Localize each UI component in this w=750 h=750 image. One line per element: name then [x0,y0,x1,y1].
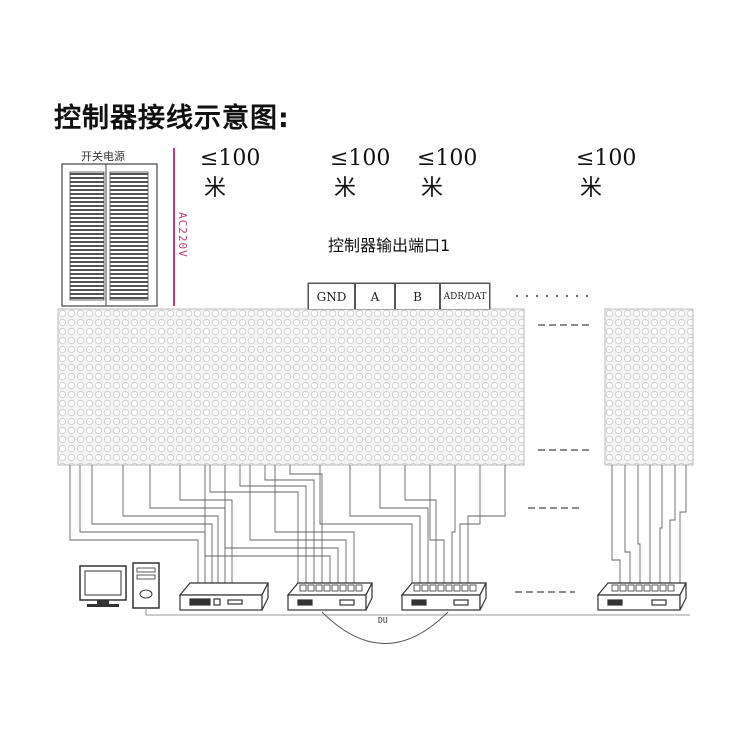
pc-tower-icon [132,562,160,609]
terminal-gnd: GND [308,283,355,309]
power-supply-label: 开关电源 [81,150,125,163]
terminal-a: A [355,283,395,309]
cascade-cable [321,611,449,644]
distance-value: ≤100 [200,146,261,171]
ribbon-cables [69,465,687,585]
distance-label-4: ≤100 米 [576,146,636,206]
computer-monitor-icon [79,565,127,607]
led-controller-icon [178,582,269,611]
led-panel-main [57,308,525,466]
cascade-label: DU [378,616,388,625]
distance-value: ≤100 [576,146,637,171]
distance-unit: 米 [421,176,444,201]
diagram-title: 控制器接线示意图: [54,103,290,134]
terminal-adr-dat: ADR/DAT [440,283,490,309]
distance-label-2: ≤100 米 [330,146,390,206]
led-controller-icon [286,582,373,611]
distance-value: ≤100 [417,146,478,171]
distance-value: ≤100 [330,146,391,171]
ac-voltage-label: AC220V [176,212,189,258]
distance-unit: 米 [204,176,227,201]
continuation-dashes [515,324,590,593]
distance-unit: 米 [334,176,357,201]
network-cable [145,608,690,616]
output-port-title: 控制器输出端口1 [328,236,451,255]
terminal-b: B [395,283,440,309]
led-panel-last [604,308,694,466]
led-controller-icon [596,582,687,611]
switching-power-supply-icon [61,163,158,307]
led-controller-icon [400,582,487,611]
distance-unit: 米 [580,176,603,201]
distance-label-3: ≤100 米 [417,146,477,206]
distance-label-1: ≤100 米 [200,146,260,206]
